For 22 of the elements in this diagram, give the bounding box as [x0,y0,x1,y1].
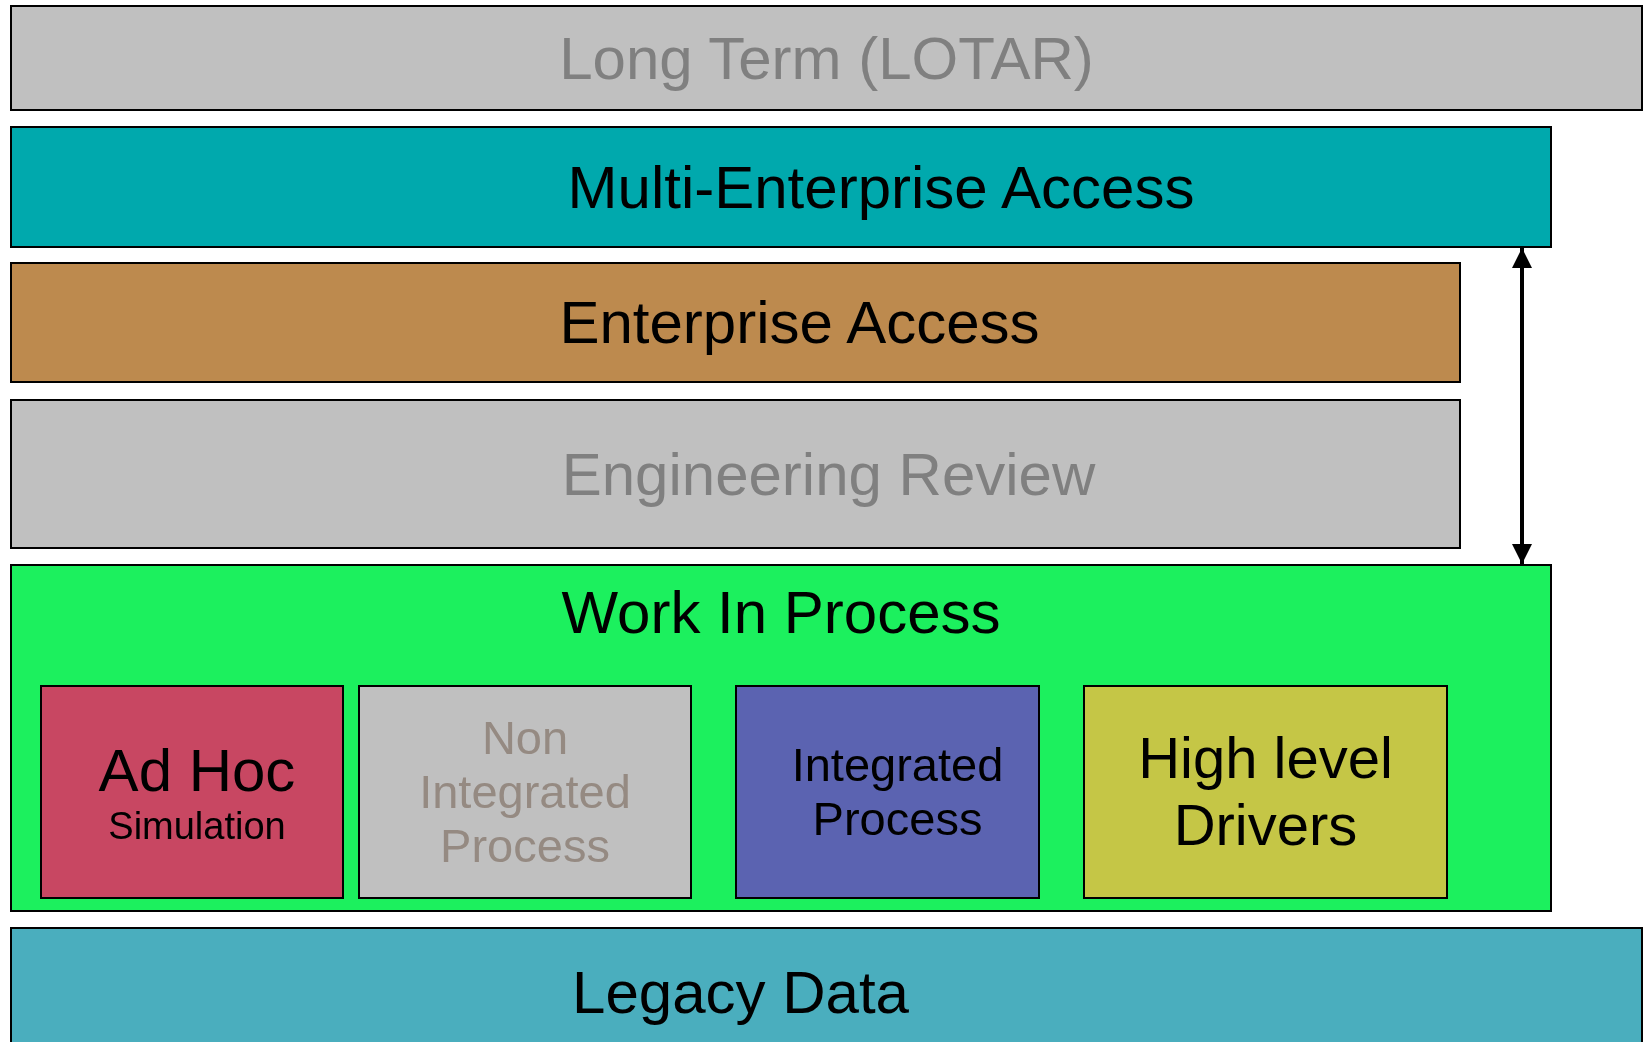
process-box [40,685,344,899]
layer-band [10,262,1461,383]
layer-band [10,399,1461,549]
band-label: High level Drivers [1137,725,1394,859]
band-label: Engineering Review [561,439,1096,509]
band-label: Long Term (LOTAR) [559,23,1094,93]
band-label: Enterprise Access [559,288,1040,357]
process-box [358,685,692,899]
layer-band [10,126,1552,248]
band-label: Work In Process [561,578,1001,647]
layer-band [10,5,1643,111]
process-box [735,685,1040,899]
double-arrow [1512,248,1532,564]
band-label: Multi-Enterprise Access [567,152,1195,222]
band-label: Legacy Data [572,957,909,1027]
band-label: Ad Hoc [98,735,296,805]
layer-band [10,564,1552,912]
process-box [1083,685,1448,899]
band-label: Non Integrated Process [418,710,632,874]
sub-label: Simulation [108,804,286,849]
band-label: Integrated Process [790,737,1005,847]
layer-band [10,927,1643,1042]
